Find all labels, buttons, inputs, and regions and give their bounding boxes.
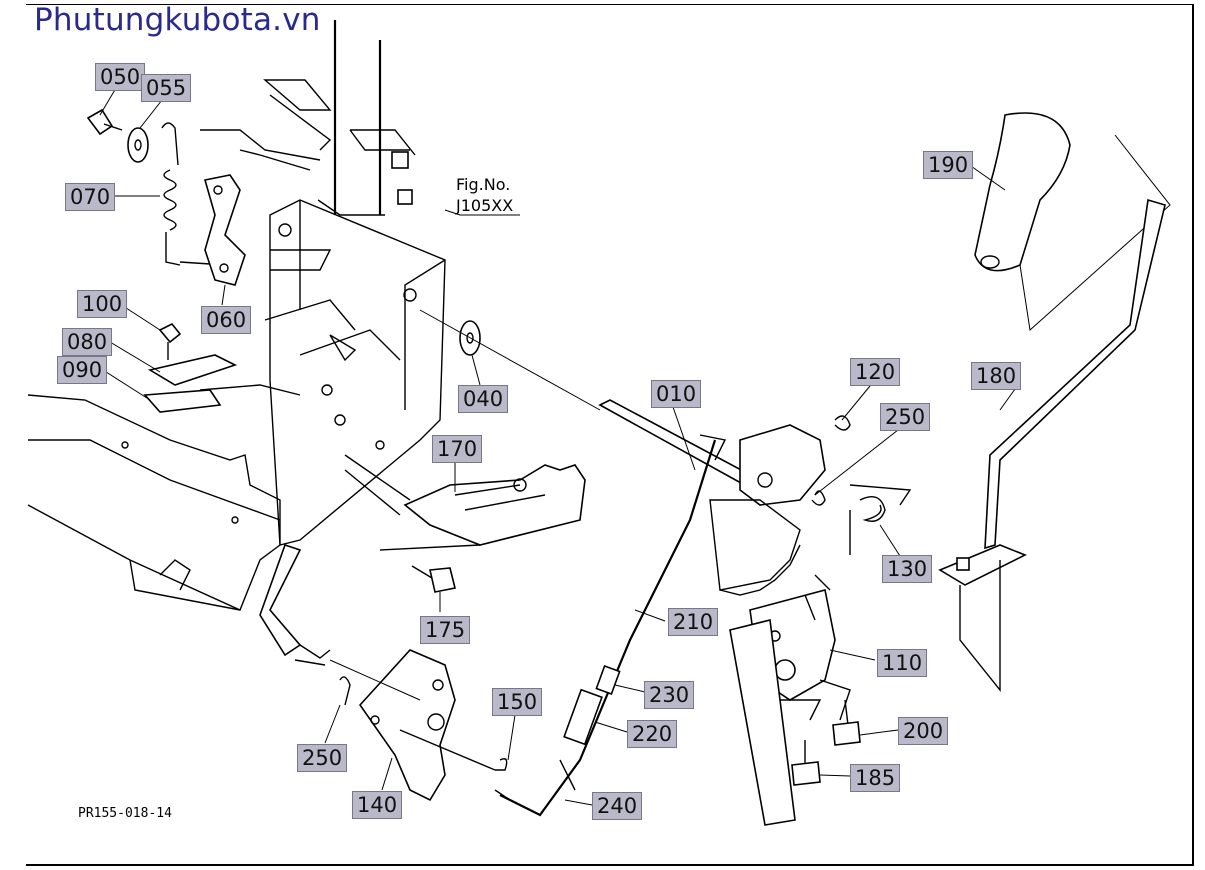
callout-210[interactable]: 210 [668,608,719,636]
bracket-110 [729,574,851,826]
bracket-plates [143,322,301,413]
callout-060[interactable]: 060 [201,306,252,334]
callout-010[interactable]: 010 [651,380,702,408]
callout-190[interactable]: 190 [923,151,974,179]
callout-185[interactable]: 185 [850,764,901,792]
callout-230[interactable]: 230 [644,681,695,709]
bolt-175 [411,565,456,593]
callout-200[interactable]: 200 [898,717,949,745]
callout-250-upper[interactable]: 250 [880,403,931,431]
callout-180[interactable]: 180 [971,362,1022,390]
drawing-frame [26,4,1194,866]
callout-050[interactable]: 050 [95,63,146,91]
callout-240[interactable]: 240 [592,792,643,820]
knob-190 [974,112,1171,331]
callout-120[interactable]: 120 [850,358,901,386]
figure-reference: Fig.No. J105XX [456,174,513,216]
callout-090[interactable]: 090 [57,356,108,384]
callout-040[interactable]: 040 [458,385,509,413]
bolts-200-185 [791,699,861,786]
callout-110[interactable]: 110 [877,649,928,677]
figure-reference-line1: Fig.No. [456,175,511,194]
callout-175[interactable]: 175 [420,616,471,644]
callout-100[interactable]: 100 [77,290,128,318]
callout-055[interactable]: 055 [141,74,192,102]
chassis-frame [27,394,281,611]
main-bracket [264,199,446,546]
lever-180 [938,198,1166,692]
lower-lever [259,543,421,701]
figure-reference-line2: J105XX [456,196,514,215]
callout-070[interactable]: 070 [65,183,116,211]
callout-170[interactable]: 170 [432,435,483,463]
watermark-text: Phutungkubota.vn [34,2,321,38]
callout-250-lower[interactable]: 250 [297,744,348,772]
steering-column [317,20,416,216]
pedal-bracket-140 [339,649,508,802]
leader-lines [99,87,1016,806]
spring-assembly [86,108,246,286]
callout-150[interactable]: 150 [492,688,543,716]
callout-130[interactable]: 130 [882,555,933,583]
callout-140[interactable]: 140 [352,791,403,819]
rod-assembly [494,434,727,817]
callout-220[interactable]: 220 [627,720,678,748]
pedal-plate [344,454,586,551]
drawing-code: PR155-018-14 [78,806,172,821]
brake-ratchet [709,415,912,596]
upper-linkage [200,79,332,171]
callout-080[interactable]: 080 [62,328,113,356]
